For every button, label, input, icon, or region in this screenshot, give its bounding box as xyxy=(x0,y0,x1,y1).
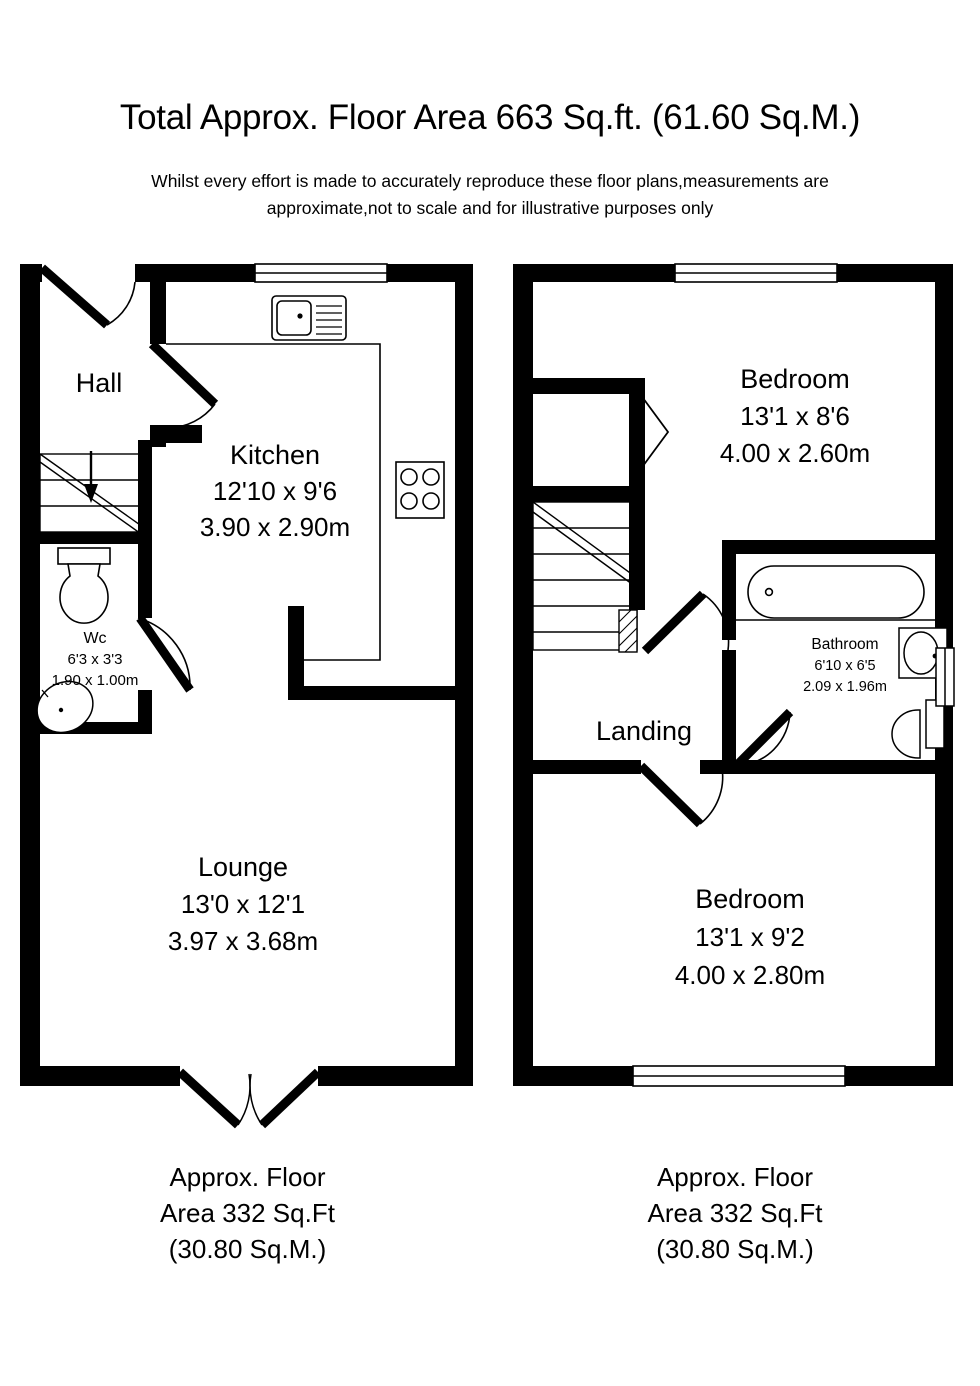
room-dim-bedroom-2-imperial: 13'1 x 9'2 xyxy=(695,922,805,952)
kitchen-counter xyxy=(166,343,381,661)
bathroom-door xyxy=(641,590,730,655)
first-floor-staircase xyxy=(532,501,638,653)
bedroom2-window xyxy=(632,1065,846,1087)
first-floor-area-line-1: Approx. Floor xyxy=(656,1162,814,1192)
room-label-bedroom-1: Bedroom xyxy=(740,364,850,394)
room-dim-wc-imperial: 6'3 x 3'3 xyxy=(68,651,123,668)
first-floor-area-caption: Approx. Floor Area 332 Sq.Ft (30.80 Sq.M… xyxy=(510,1160,960,1268)
wc-basin-icon xyxy=(36,680,94,734)
ground-floor-area-line-3: (30.80 Sq.M.) xyxy=(168,1233,327,1264)
bathroom-toilet-icon xyxy=(891,699,945,759)
ground-floor-area-line-1: Approx. Floor xyxy=(169,1162,326,1192)
room-dim-lounge-metric: 3.97 x 3.68m xyxy=(168,926,318,956)
ground-floor-area-line-2: Area 332 Sq.Ft xyxy=(160,1197,335,1228)
room-dim-lounge-imperial: 13'0 x 12'1 xyxy=(181,889,305,919)
stair-wall xyxy=(20,440,152,544)
disclaimer-text: Whilst every effort is made to accuratel… xyxy=(0,168,980,221)
first-floor-area-line-2: Area 332 Sq.Ft xyxy=(647,1197,823,1228)
kitchen-sink-icon xyxy=(271,295,347,341)
kitchen-lounge-partition xyxy=(288,606,458,700)
landing-bedroom2-wall xyxy=(533,706,740,774)
stair-hatch-block xyxy=(618,609,638,653)
lounge-french-doors xyxy=(176,1068,322,1129)
first-floor-area-line-3: (30.80 Sq.M.) xyxy=(656,1233,814,1264)
kitchen-door xyxy=(148,340,219,429)
bedroom1-window xyxy=(674,263,838,283)
room-dim-kitchen-metric: 3.90 x 2.90m xyxy=(200,512,350,542)
room-label-kitchen: Kitchen xyxy=(230,440,320,470)
room-dim-wc-metric: 1.90 x 1.00m xyxy=(52,672,139,689)
ground-floor-staircase xyxy=(39,451,151,537)
landing-bathroom-door-second xyxy=(732,708,794,770)
room-dim-kitchen-imperial: 12'10 x 9'6 xyxy=(213,476,337,506)
kitchen-window xyxy=(254,263,388,283)
front-door xyxy=(39,264,136,329)
disclaimer-line-2: approximate,not to scale and for illustr… xyxy=(266,197,714,218)
hall-kitchen-partition xyxy=(150,282,202,447)
room-dim-bedroom-1-metric: 4.00 x 2.60m xyxy=(720,438,870,468)
room-label-landing: Landing xyxy=(596,716,692,746)
room-dim-bathroom-imperial: 6'10 x 6'5 xyxy=(814,658,875,674)
stair-landing-wall xyxy=(629,390,645,610)
bedroom1-door xyxy=(639,393,670,471)
bathtub-icon xyxy=(736,565,935,621)
room-label-bedroom-2: Bedroom xyxy=(695,884,805,914)
bedroom2-door xyxy=(637,762,724,828)
room-label-bathroom: Bathroom xyxy=(811,636,878,653)
wc-walls xyxy=(20,544,152,734)
room-dim-bedroom-2-metric: 4.00 x 2.80m xyxy=(675,960,825,990)
wc-toilet-icon xyxy=(57,547,111,624)
room-label-hall: Hall xyxy=(76,368,123,398)
room-dim-bathroom-metric: 2.09 x 1.96m xyxy=(803,679,887,695)
room-label-wc: Wc xyxy=(83,630,106,647)
room-label-lounge: Lounge xyxy=(198,852,288,882)
bedroom1-door-walls xyxy=(533,378,645,502)
disclaimer-line-1: Whilst every effort is made to accuratel… xyxy=(151,171,829,191)
kitchen-hob-icon xyxy=(395,461,445,519)
room-dim-bedroom-1-imperial: 13'1 x 8'6 xyxy=(740,401,850,431)
page-title: Total Approx. Floor Area 663 Sq.ft. (61.… xyxy=(119,98,861,137)
wc-door xyxy=(136,615,194,693)
ground-floor-area-caption: Approx. Floor Area 332 Sq.Ft (30.80 Sq.M… xyxy=(20,1160,475,1268)
bathroom-window xyxy=(935,647,955,707)
